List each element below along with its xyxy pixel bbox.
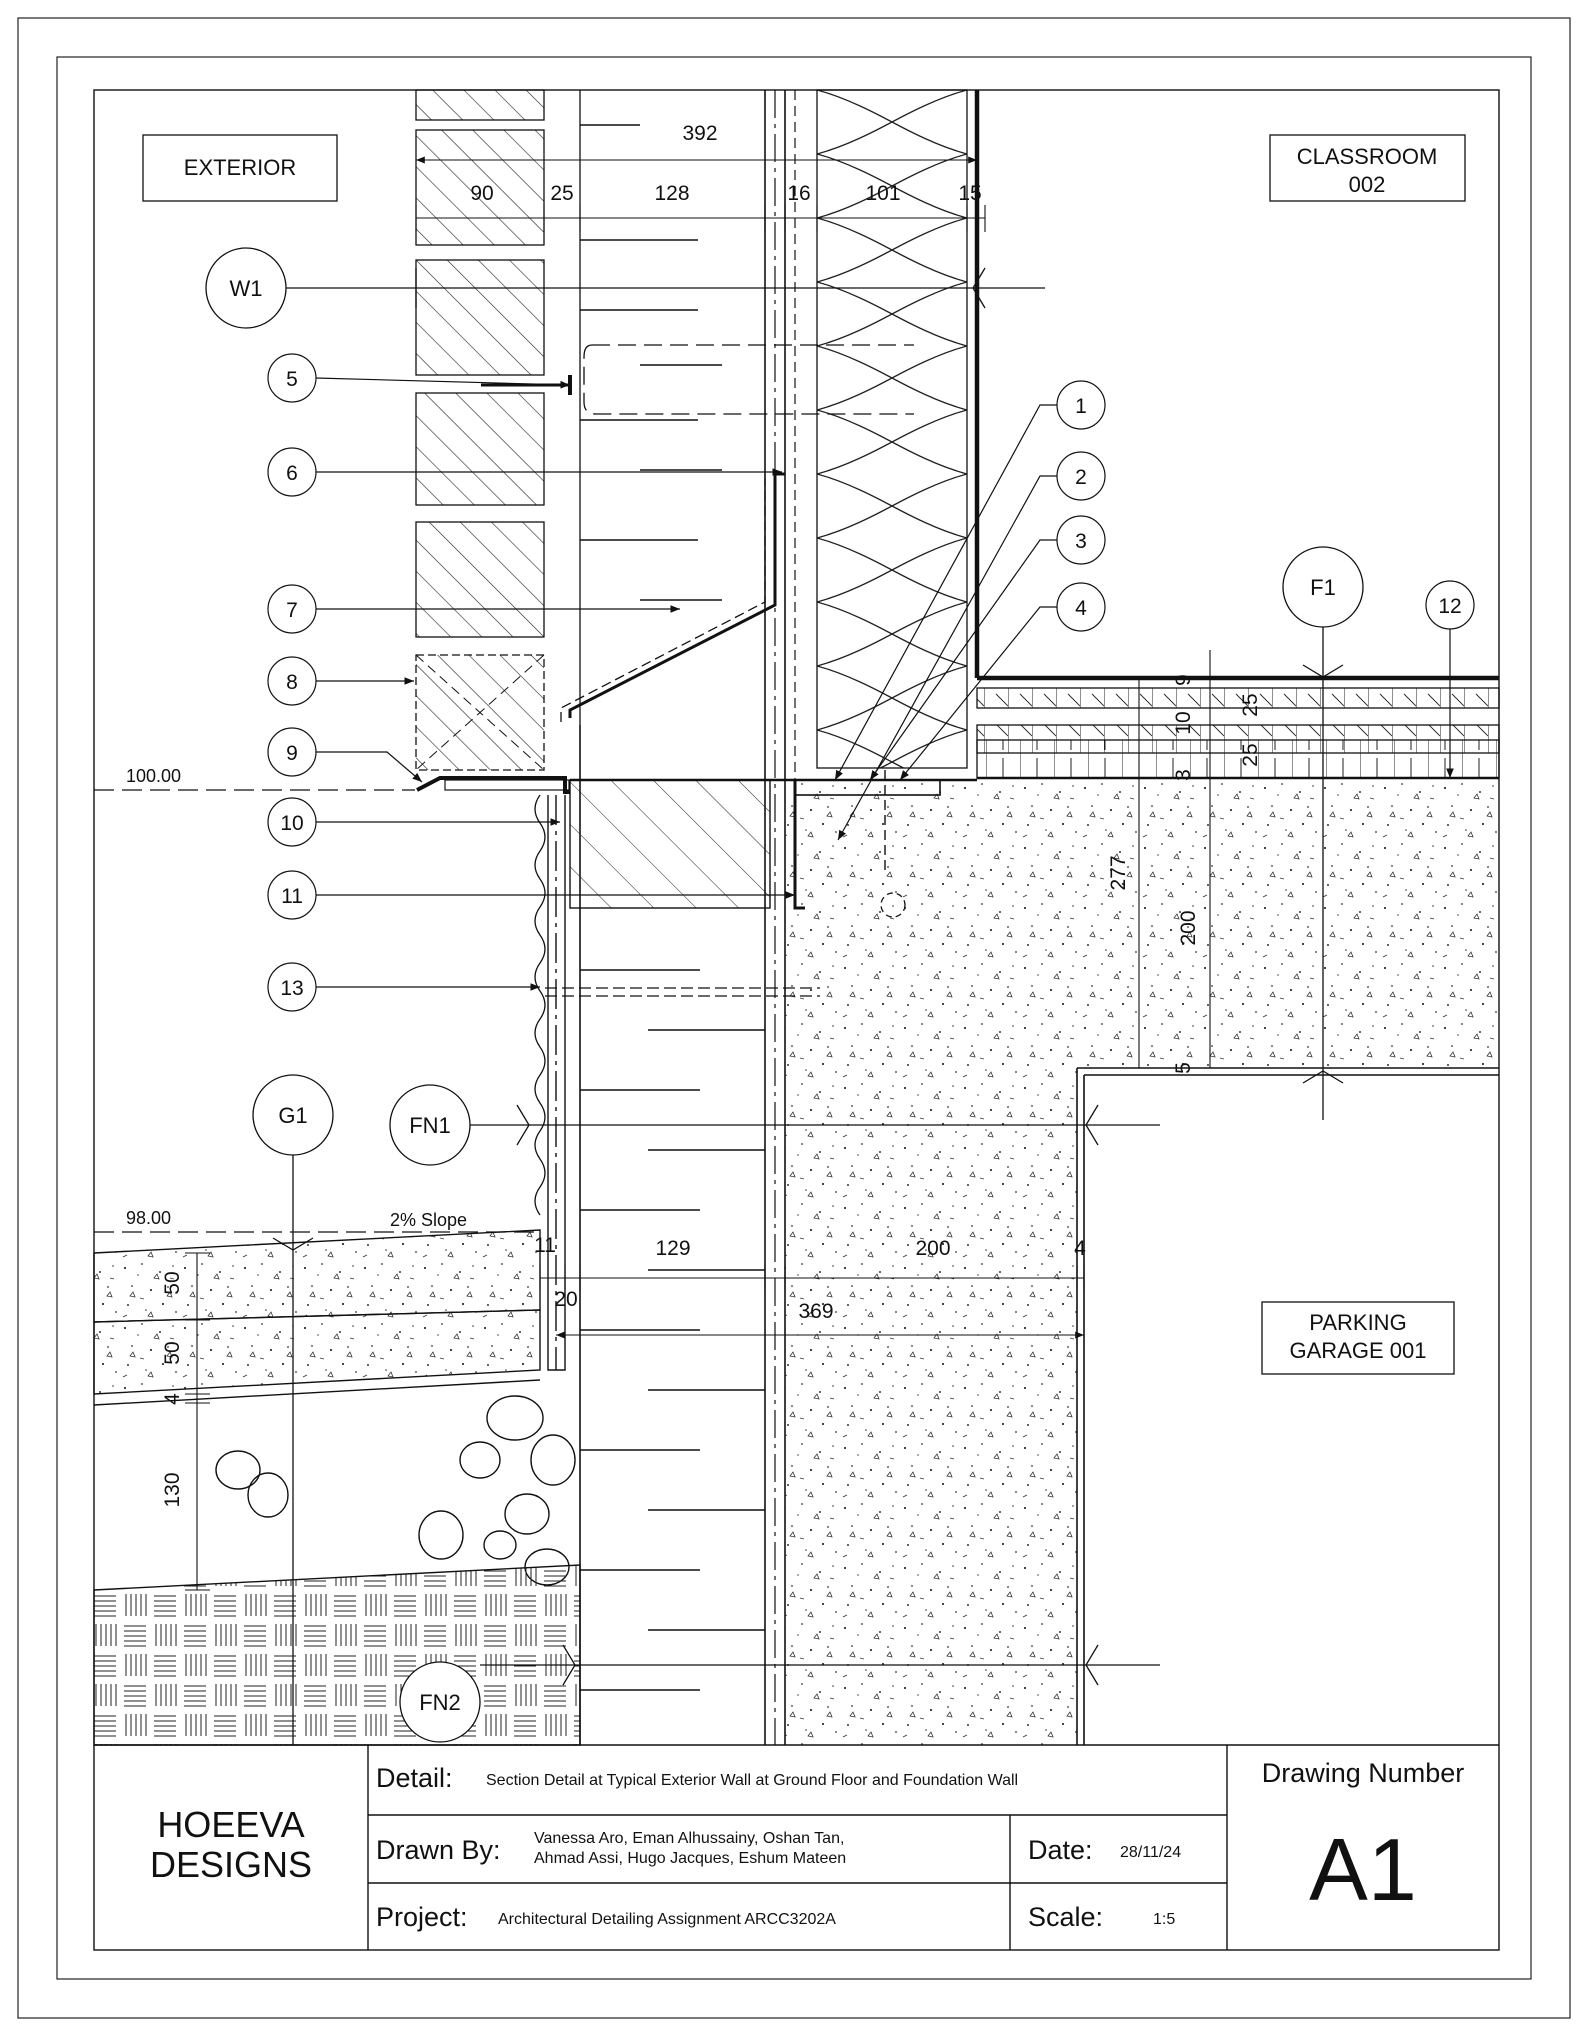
classroom-label-box <box>1269 134 1466 202</box>
dim-200-wall: 200 <box>915 1237 950 1260</box>
callout-5: 5 <box>286 368 298 391</box>
callout-3: 3 <box>1075 530 1087 553</box>
drawing-number-label: Drawing Number <box>1261 1758 1465 1788</box>
dim-20: 20 <box>554 1288 577 1311</box>
dim-277: 277 <box>1107 855 1130 890</box>
date-value: 28/11/24 <box>1120 1844 1182 1861</box>
callout-4: 4 <box>1075 597 1087 620</box>
callout-8: 8 <box>286 671 298 694</box>
tag-w1: W1 <box>230 276 263 301</box>
callout-12: 12 <box>1438 595 1461 618</box>
dim-16: 16 <box>787 182 810 205</box>
section-drawing <box>93 89 1500 1746</box>
callout-1: 1 <box>1075 395 1087 418</box>
dim-200-floor: 200 <box>1177 910 1200 945</box>
callouts-right <box>834 380 1475 841</box>
callout-9: 9 <box>286 742 298 765</box>
dim-392: 392 <box>682 122 717 145</box>
dim-101: 101 <box>865 182 900 205</box>
scale-label: Scale: <box>1028 1902 1104 1932</box>
dimension-lines <box>185 156 1222 1591</box>
detail-label: Detail: <box>376 1763 453 1793</box>
level-100: 100.00 <box>126 766 181 786</box>
firm-name-line1: HOEEVA <box>157 1804 305 1845</box>
dim-10: 10 <box>1172 711 1195 734</box>
dim-25: 25 <box>550 182 573 205</box>
dim-369: 369 <box>798 1300 833 1323</box>
callout-13: 13 <box>280 977 303 1000</box>
callouts-left <box>267 353 795 1012</box>
dim-9: 9 <box>1172 674 1195 686</box>
dim-25a: 25 <box>1239 693 1262 716</box>
room-classroom-number: 002 <box>1349 172 1386 197</box>
dim-4: 4 <box>1074 1237 1086 1260</box>
section-tag-fn2 <box>399 1661 481 1743</box>
dim-129: 129 <box>655 1237 690 1260</box>
callout-10: 10 <box>280 812 303 835</box>
drawn-by-label: Drawn By: <box>376 1835 501 1865</box>
level-98: 98.00 <box>126 1208 171 1228</box>
callout-7: 7 <box>286 599 298 622</box>
dim-11: 11 <box>534 1234 556 1257</box>
tag-fn1: FN1 <box>409 1113 451 1138</box>
dim-4-grade: 4 <box>161 1393 184 1405</box>
dim-3: 3 <box>1172 769 1195 781</box>
dim-50a: 50 <box>161 1271 184 1294</box>
project-label: Project: <box>376 1902 468 1932</box>
dim-90: 90 <box>470 182 493 205</box>
title-block <box>94 1744 1499 1950</box>
dim-50b: 50 <box>161 1341 184 1364</box>
section-markers <box>205 247 1364 1745</box>
tag-f1: F1 <box>1310 575 1336 600</box>
parking-label-box <box>1261 1301 1455 1375</box>
drawn-by-line2: Ahmad Assi, Hugo Jacques, Eshum Mateen <box>534 1850 847 1867</box>
room-parking-name: PARKING <box>1309 1310 1406 1335</box>
drawn-by-names: Vanessa Aro, Eman Alhussainy, Oshan Tan,… <box>534 1829 846 1869</box>
dim-25b: 25 <box>1239 743 1262 766</box>
room-exterior: EXTERIOR <box>184 155 296 180</box>
callout-6: 6 <box>286 462 298 485</box>
exterior-label-box <box>142 134 338 202</box>
outer-border <box>17 17 1571 2019</box>
room-classroom-name: CLASSROOM <box>1297 144 1438 169</box>
tag-g1: G1 <box>278 1103 307 1128</box>
dim-130: 130 <box>161 1472 184 1507</box>
slope-note: 2% Slope <box>390 1210 467 1230</box>
dim-15: 15 <box>958 182 981 205</box>
callout-11: 11 <box>281 885 303 908</box>
room-parking-number: GARAGE 001 <box>1290 1338 1427 1363</box>
dim-128: 128 <box>654 182 689 205</box>
firm-name-line2: DESIGNS <box>149 1844 313 1885</box>
scale-value: 1:5 <box>1153 1911 1176 1928</box>
tag-fn2: FN2 <box>419 1690 461 1715</box>
drawn-by-line1: Vanessa Aro, Eman Alhussainy, Oshan Tan, <box>534 1830 845 1847</box>
inner-border <box>56 56 1532 1980</box>
date-label: Date: <box>1028 1835 1093 1865</box>
callout-2: 2 <box>1075 466 1087 489</box>
project-value: Architectural Detailing Assignment ARCC3… <box>498 1911 836 1928</box>
detail-value: Section Detail at Typical Exterior Wall … <box>486 1772 1019 1789</box>
firm-name: HOEEVA DESIGNS <box>94 1805 368 1885</box>
drawing-number: A1 <box>1309 1820 1417 1919</box>
dim-5: 5 <box>1172 1062 1195 1074</box>
